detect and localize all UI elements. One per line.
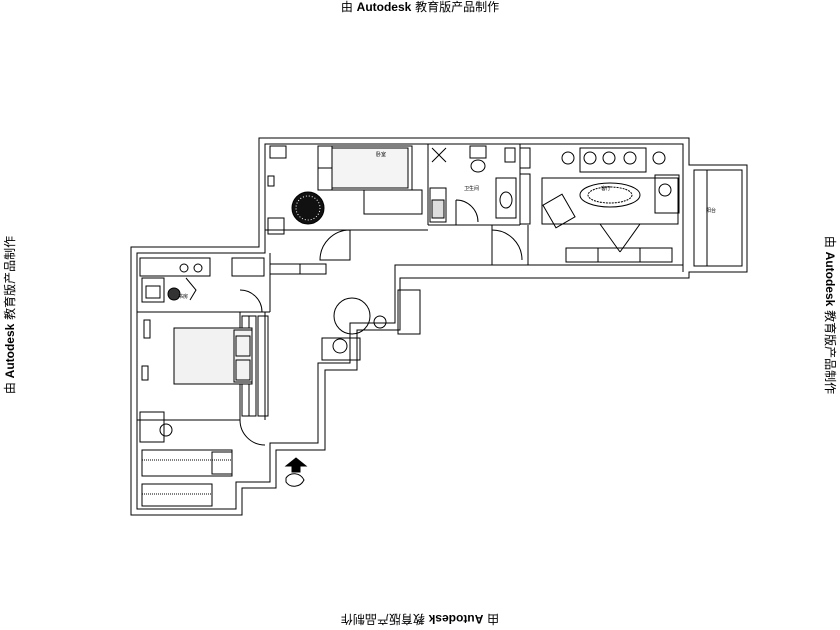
tv-cabinet [565,223,673,263]
wardrobes [241,263,327,417]
corner-cabinet [519,147,531,169]
window-sill [143,319,151,339]
living-room-sofa-set: 客厅 [541,147,680,229]
nightstand [269,145,287,159]
room-label-living-room: 客厅 [601,185,611,192]
window-sill-lower [141,365,149,381]
door-swings [239,199,523,446]
bed-lower [173,327,253,385]
watermark-top: 由 Autodesk 教育版产品制作 [340,0,500,14]
room-label-bedroom-upper: 卧室 [376,151,386,158]
interior-walls [137,144,684,421]
room-label-bathroom: 卫生间 [464,185,479,192]
dressing-table [139,411,173,443]
side-cabinet [519,173,531,225]
room-label-balcony: 阳台 [706,207,716,214]
side-table [267,217,285,235]
room-label-study: 书房 [178,293,188,300]
bathroom-fixtures: 卫生间 [429,145,517,223]
small-cabinet [267,175,275,187]
walk-in-closet [141,449,233,507]
outer-walls [130,137,748,516]
round-rug [291,191,325,225]
dining-table [321,289,421,361]
entrance-arrow-icon [284,457,308,487]
study-desk: 书房 [139,257,265,303]
balcony: 阳台 [693,169,743,267]
bed-upper: 卧室 [317,145,423,215]
